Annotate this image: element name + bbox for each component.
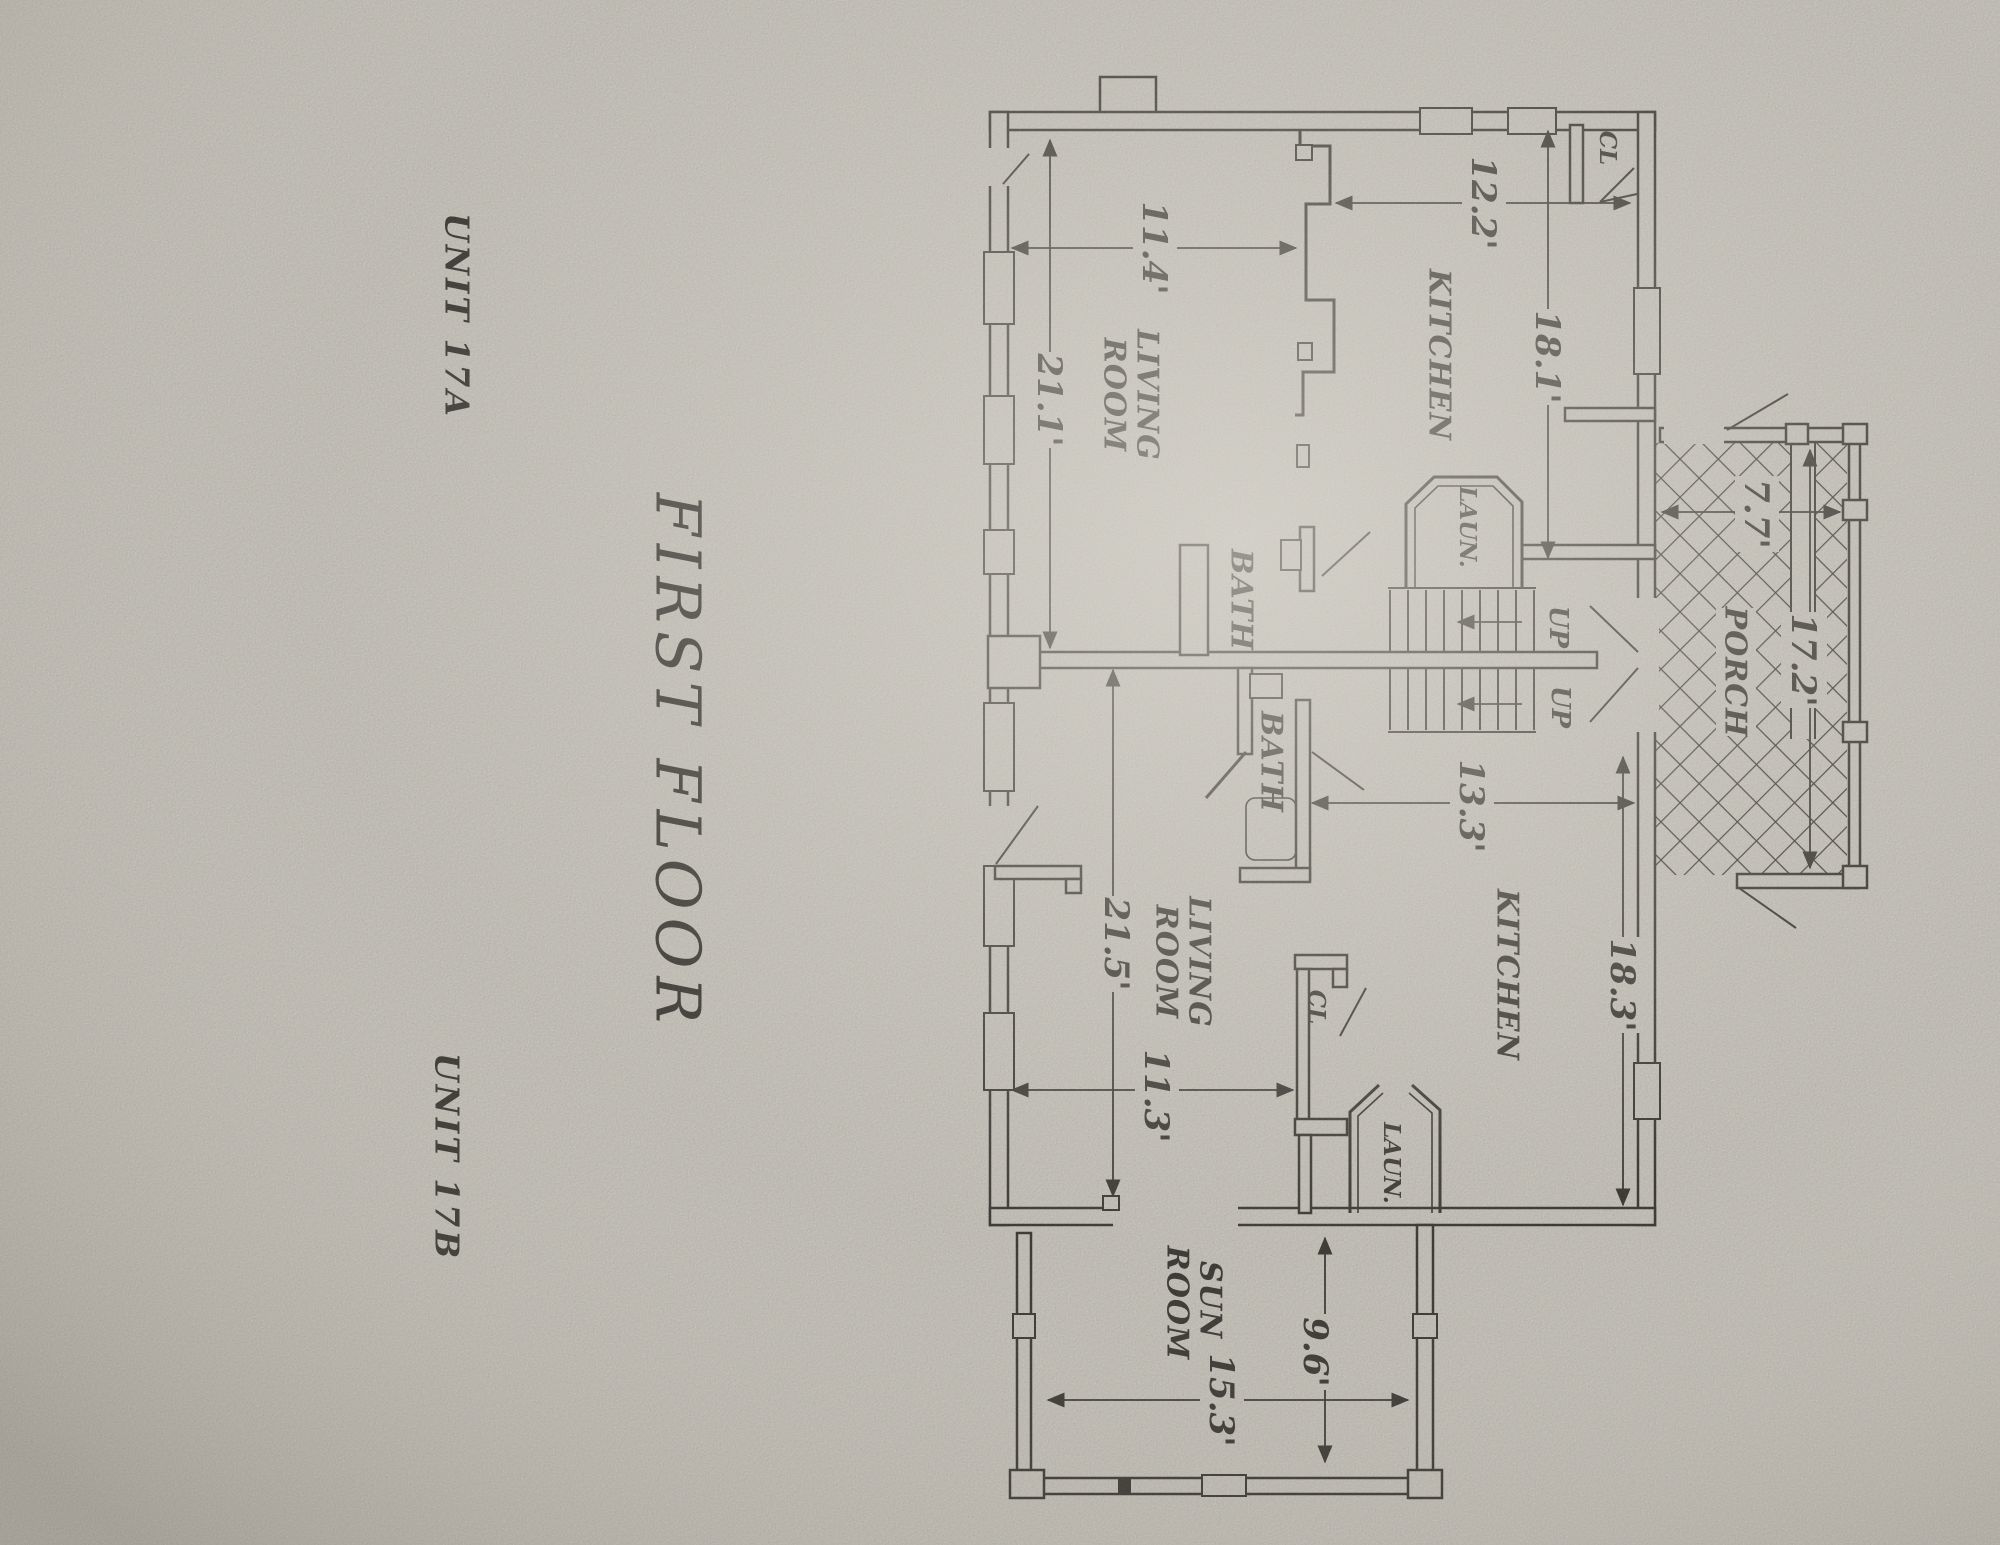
scan-vignette-overlay — [0, 0, 2000, 1545]
floor-plan-drawing: FIRST FLOOR UNIT 17A UNIT 17B LIVING ROO… — [0, 0, 2000, 1545]
scanned-floor-plan-page: FIRST FLOOR UNIT 17A UNIT 17B LIVING ROO… — [0, 0, 2000, 1545]
